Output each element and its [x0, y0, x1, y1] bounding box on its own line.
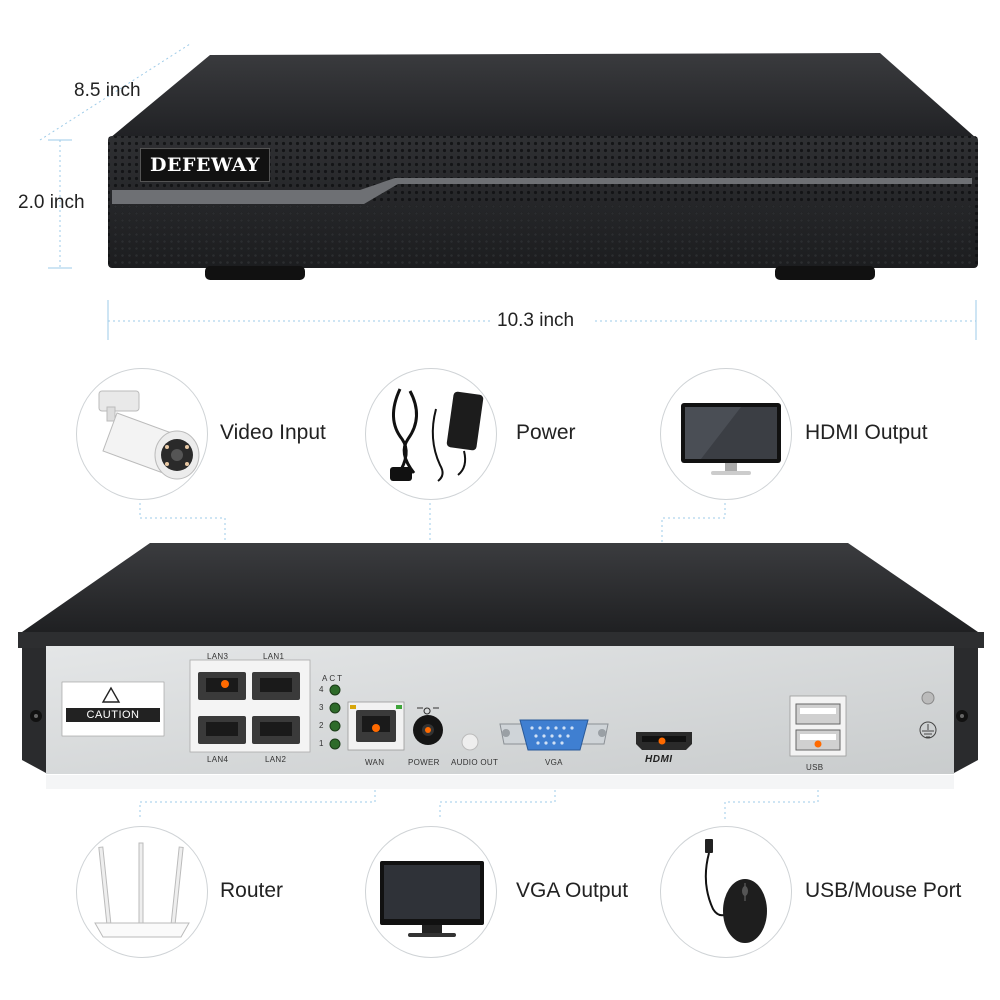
brand-badge: DEFEWAY	[140, 148, 270, 182]
usb-port-label: USB	[806, 763, 824, 772]
lan3-label: LAN3	[207, 652, 229, 661]
video-input-circle	[76, 368, 208, 500]
act-led-1-label: 1	[319, 739, 324, 748]
vga-output-circle	[365, 826, 497, 958]
vga-output-label: VGA Output	[516, 879, 629, 902]
lan2-label: LAN2	[265, 755, 287, 764]
lan3-highlight-dot	[221, 680, 229, 688]
act-led-2-label: 2	[319, 721, 324, 730]
camera-icon	[98, 390, 200, 480]
act-label: ACT	[322, 674, 344, 683]
lan1-label: LAN1	[263, 652, 285, 661]
video-input-label: Video Input	[220, 421, 326, 444]
hdmi-highlight-dot	[658, 737, 666, 745]
usb-mouse-port-circle	[660, 826, 792, 958]
hdmi-logo-label: HDMI	[645, 754, 673, 765]
wan-label: WAN	[365, 758, 385, 767]
act-led-3-label: 3	[319, 703, 324, 712]
router-label: Router	[220, 879, 284, 902]
device-foot-left	[205, 266, 305, 280]
vga-port-label: VGA	[545, 758, 563, 767]
hdmi-output-circle	[660, 368, 792, 500]
power-circle	[365, 368, 497, 500]
router-circle	[76, 826, 208, 958]
depth-label: 8.5 inch	[74, 80, 141, 101]
caution-label: CAUTION	[86, 709, 140, 721]
device-top-surface	[110, 53, 976, 138]
power-adapter-icon	[390, 388, 484, 482]
router-icon	[94, 842, 190, 938]
mouse-icon	[704, 839, 767, 943]
monitor-icon	[380, 861, 484, 937]
power-feature-label: Power	[516, 421, 576, 444]
width-label: 10.3 inch	[497, 310, 575, 331]
lan4-label: LAN4	[207, 755, 229, 764]
wan-highlight-dot	[372, 724, 380, 732]
device-foot-right	[775, 266, 875, 280]
monitor-icon	[681, 403, 781, 475]
power-port-label: POWER	[408, 758, 440, 767]
act-led-4-label: 4	[319, 685, 324, 694]
height-label: 2.0 inch	[18, 192, 85, 213]
nvr-front-view	[39, 43, 978, 340]
hdmi-output-label: HDMI Output	[805, 421, 928, 444]
brand-logo-text: DEFEWAY	[150, 154, 260, 176]
usb-mouse-port-label: USB/Mouse Port	[805, 879, 962, 902]
nvr-rear-view	[18, 543, 984, 789]
power-highlight-dot	[425, 727, 431, 733]
audio-out-label: AUDIO OUT	[451, 758, 499, 767]
usb-highlight-dot	[814, 740, 822, 748]
